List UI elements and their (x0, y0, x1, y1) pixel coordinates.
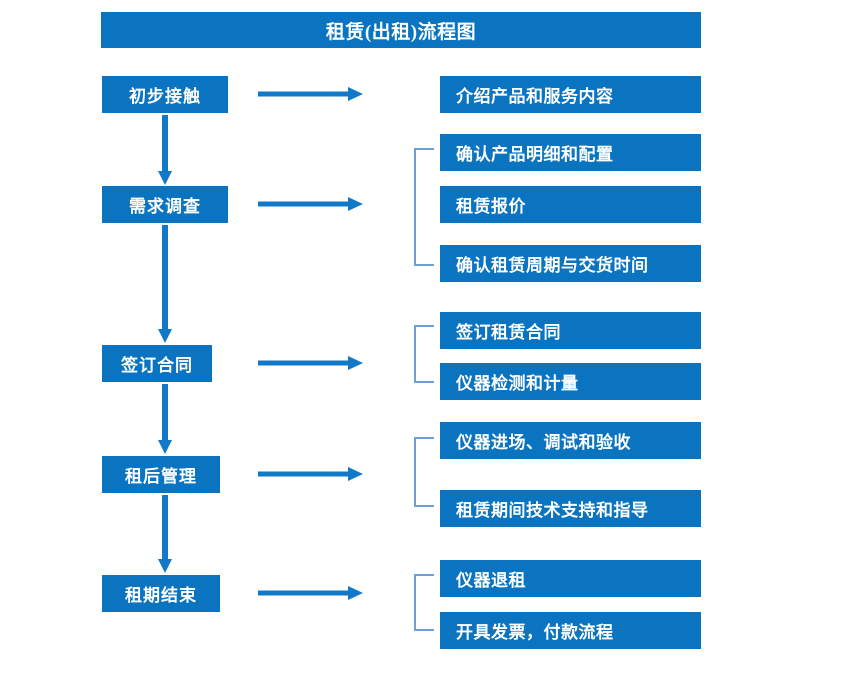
detail-box-confirm-product-spec[interactable]: 确认产品明细和配置 (440, 134, 701, 171)
right-arrow-icon (258, 466, 363, 482)
stage-box-rental-end[interactable]: 租期结束 (102, 575, 220, 612)
group-bracket-icon (414, 325, 434, 383)
stage-box-post-rental-management[interactable]: 租后管理 (102, 456, 220, 493)
detail-box-rental-quotation[interactable]: 租赁报价 (440, 186, 701, 223)
detail-box-sign-rental-contract[interactable]: 签订租赁合同 (440, 312, 701, 349)
right-arrow-icon (258, 196, 363, 212)
stage-box-initial-contact[interactable]: 初步接触 (102, 76, 228, 113)
right-arrow-icon (258, 355, 363, 371)
detail-box-invoice-payment[interactable]: 开具发票，付款流程 (440, 612, 701, 649)
down-arrow-icon (155, 495, 175, 573)
stage-box-sign-contract[interactable]: 签订合同 (102, 345, 212, 382)
detail-box-instrument-inspection[interactable]: 仪器检测和计量 (440, 363, 701, 400)
detail-box-introduce-products[interactable]: 介绍产品和服务内容 (440, 76, 701, 113)
right-arrow-icon (258, 86, 363, 102)
detail-box-instrument-return[interactable]: 仪器退租 (440, 560, 701, 597)
detail-box-instrument-onsite-commissioning[interactable]: 仪器进场、调试和验收 (440, 422, 701, 459)
group-bracket-icon (414, 148, 434, 266)
group-bracket-icon (414, 574, 434, 631)
detail-box-technical-support[interactable]: 租赁期间技术支持和指导 (440, 490, 701, 527)
diagram-title: 租赁(出租)流程图 (101, 12, 701, 48)
down-arrow-icon (155, 225, 175, 343)
detail-box-confirm-period-delivery[interactable]: 确认租赁周期与交货时间 (440, 245, 701, 282)
right-arrow-icon (258, 585, 363, 601)
stage-box-requirement-survey[interactable]: 需求调查 (102, 186, 228, 223)
down-arrow-icon (155, 384, 175, 454)
down-arrow-icon (155, 115, 175, 185)
group-bracket-icon (414, 437, 434, 507)
